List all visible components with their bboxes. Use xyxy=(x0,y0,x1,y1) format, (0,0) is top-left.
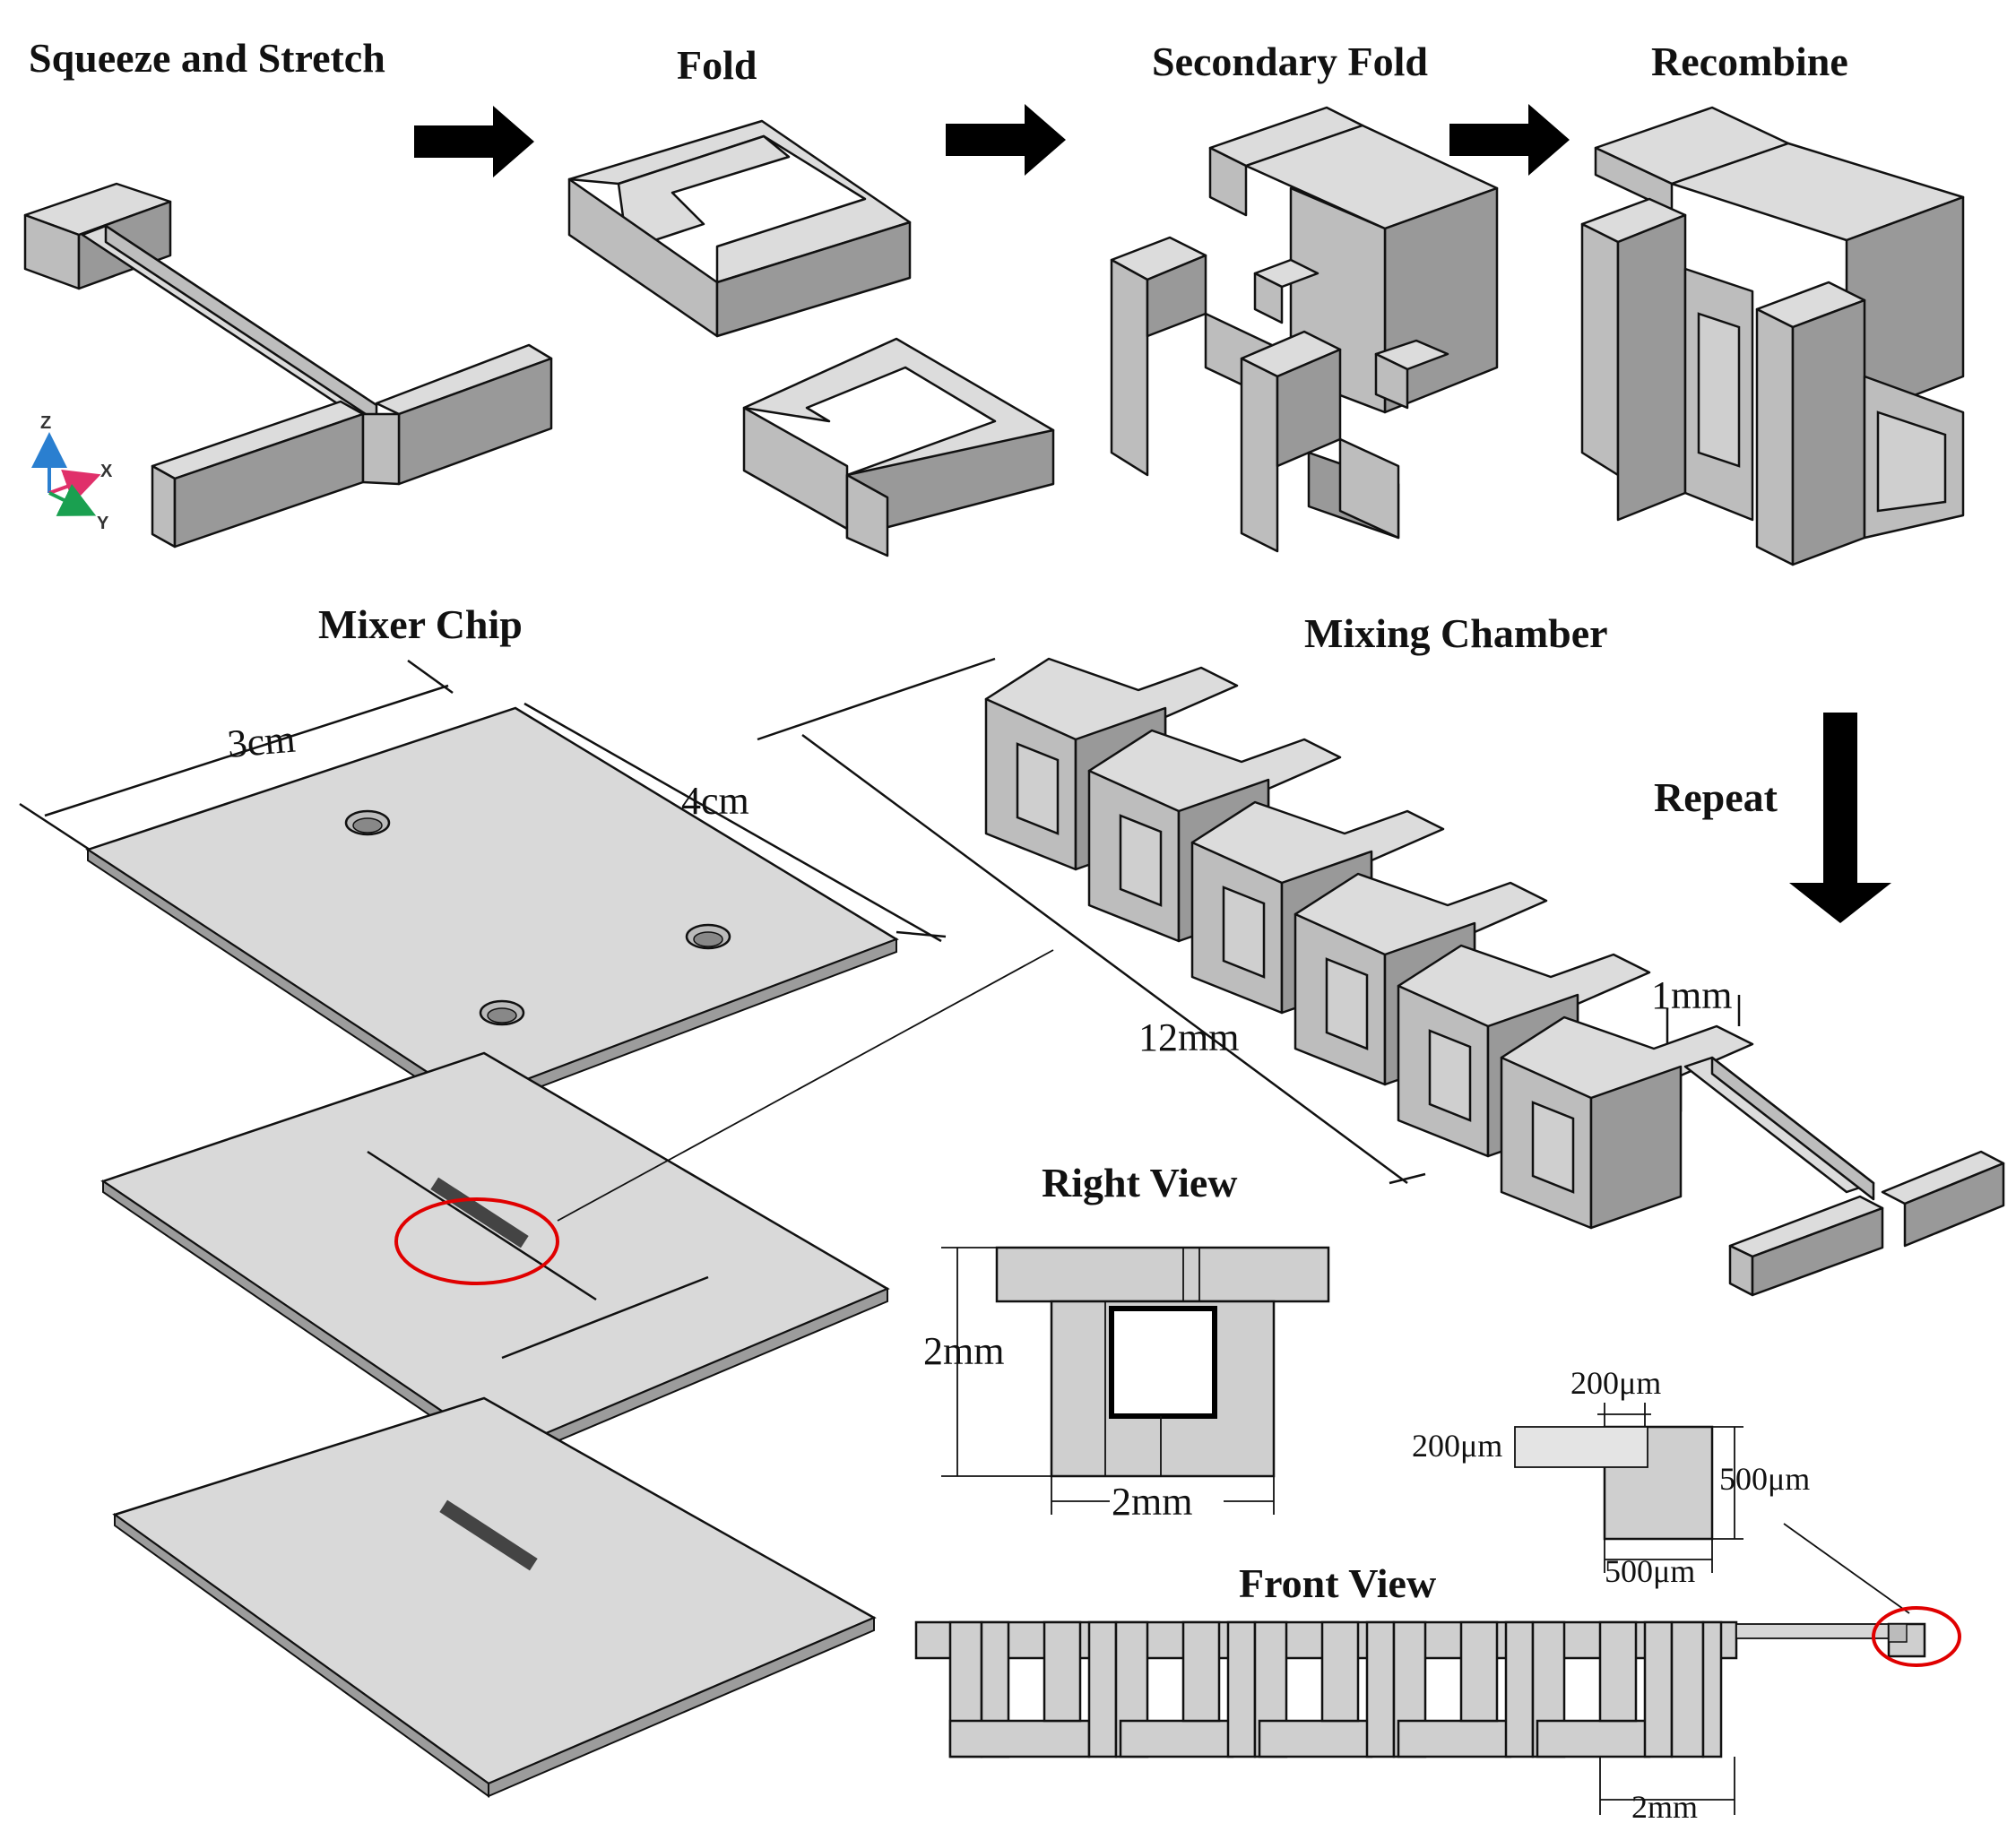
chamber-length-label: 12mm xyxy=(1138,1015,1239,1059)
stage-title-recombine: Recombine xyxy=(1651,39,1848,84)
stage-title-secondary-fold: Secondary Fold xyxy=(1152,39,1428,84)
detail-channel-width-label: 200μm xyxy=(1570,1365,1661,1401)
arrow-icon-3 xyxy=(1449,104,1570,176)
mixing-chamber-title: Mixing Chamber xyxy=(1304,610,1608,656)
right-view-width-label: 2mm xyxy=(1112,1480,1192,1524)
front-view-pitch-label: 2mm xyxy=(1631,1789,1698,1823)
fold-model-upper xyxy=(567,119,912,338)
squeeze-stretch-model xyxy=(23,182,553,549)
mixer-chip-title: Mixer Chip xyxy=(318,601,523,647)
chip-width-label: 3cm xyxy=(226,717,298,766)
detail-drawing xyxy=(1514,1403,1910,1614)
axis-triad: Z X Y xyxy=(31,413,113,533)
secondary-fold-model xyxy=(1110,106,1499,553)
axis-label-y: Y xyxy=(97,514,109,533)
arrow-icon-1 xyxy=(414,106,534,177)
right-view-drawing xyxy=(941,1246,1330,1515)
chip-dimension-lines xyxy=(19,659,947,943)
arrow-icon-2 xyxy=(946,104,1066,176)
chamber-outlet xyxy=(1683,1056,2005,1297)
fold-model-lower xyxy=(742,337,1055,557)
chip-middle-plate xyxy=(100,949,1054,1466)
chip-top-plate xyxy=(85,706,899,1115)
channel-highlight-circle xyxy=(394,1197,559,1285)
chamber-dimension-lines xyxy=(757,657,1741,1185)
stage-title-fold: Fold xyxy=(677,42,757,88)
axis-label-x: X xyxy=(100,462,113,481)
stage-title-squeeze: Squeeze and Stretch xyxy=(29,35,385,81)
repeat-label: Repeat xyxy=(1654,774,1778,820)
repeat-arrow-icon xyxy=(1789,713,1891,923)
chamber-units xyxy=(984,657,1754,1230)
axis-label-z: Z xyxy=(40,413,51,433)
right-view-height-label: 2mm xyxy=(923,1329,1004,1373)
chamber-width-label: 1mm xyxy=(1651,973,1732,1017)
chip-bottom-plate xyxy=(112,1396,877,1798)
front-view-drawing xyxy=(914,1606,1961,1815)
outlet-detail-circle xyxy=(1872,1606,1961,1667)
detail-block-height-label: 500μm xyxy=(1719,1461,1810,1497)
front-view-title: Front View xyxy=(1239,1560,1436,1606)
detail-block-width-label: 500μm xyxy=(1605,1553,1695,1589)
recombine-model xyxy=(1580,106,1965,566)
right-view-title: Right View xyxy=(1042,1160,1238,1205)
detail-channel-height-label: 200μm xyxy=(1412,1428,1502,1464)
